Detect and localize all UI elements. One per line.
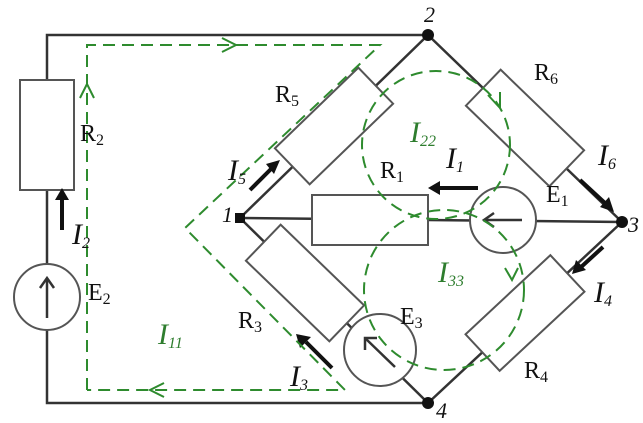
resistor-r4 [464,253,586,373]
node-2-label: 2 [424,2,435,27]
label-r5: R5 [275,82,299,110]
loop-i33-path [363,209,525,371]
node-3-dot [616,216,628,228]
label-i33: I33 [437,256,464,290]
label-i3: I3 [289,360,308,394]
label-r6: R6 [534,60,558,88]
loop-i11-path [79,37,383,398]
label-i6: I6 [597,139,616,173]
label-e1: E1 [546,182,569,210]
label-r4: R4 [524,358,548,386]
resistor-r1 [311,194,429,246]
label-e2: E2 [88,280,111,308]
resistor-r2 [19,79,75,191]
node-1-label: 1 [222,202,233,227]
label-i11: I11 [157,318,183,352]
label-i5: I5 [227,154,246,188]
label-i4: I4 [593,276,612,310]
label-r2: R2 [80,121,104,149]
label-r3: R3 [238,308,262,336]
node-3-label: 3 [627,212,639,237]
resistor-r5 [273,66,395,186]
node-1-dot [235,213,245,223]
label-i1: I1 [445,142,464,176]
label-i2: I2 [71,218,90,252]
source-e3 [343,313,417,387]
label-r1: R1 [380,158,404,186]
node-4-label: 4 [436,398,447,423]
node-4-dot [422,397,434,409]
source-e1 [469,186,537,254]
label-e3: E3 [400,304,423,332]
loop-i22-path [361,70,511,220]
source-e2 [13,263,81,331]
node-2-dot [422,29,434,41]
current-arrows [55,160,614,370]
label-i22: I22 [409,116,436,150]
resistor-r3 [244,223,366,343]
